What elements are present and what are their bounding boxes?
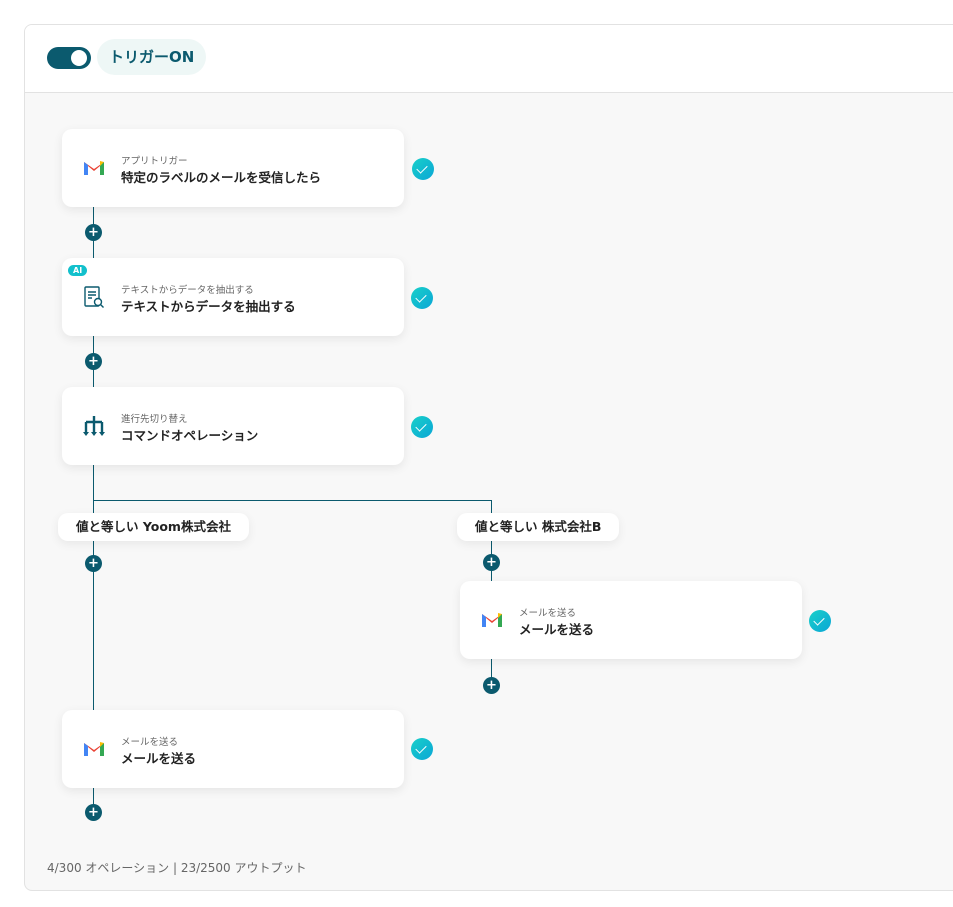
- step-subtitle: テキストからデータを抽出する: [121, 285, 254, 296]
- trigger-status-label: トリガーON: [97, 39, 207, 75]
- connector: [93, 788, 94, 812]
- usage-counter: 4/300 オペレーション | 23/2500 アウトプット: [47, 861, 307, 875]
- check-icon: [411, 416, 433, 438]
- step-subtitle: メールを送る: [121, 737, 179, 748]
- add-step-button[interactable]: +: [85, 555, 102, 572]
- step-card-ai-extract[interactable]: AI テキストからデータを抽出する テキストからデータを抽出する: [62, 258, 404, 336]
- step-title: コマンドオペレーション: [121, 428, 259, 443]
- step-card-send-mail-b[interactable]: メールを送る メールを送る: [460, 581, 802, 659]
- add-step-button[interactable]: +: [483, 677, 500, 694]
- check-icon: [411, 287, 433, 309]
- branch-connector: [93, 500, 491, 501]
- step-title: メールを送る: [519, 622, 595, 637]
- check-icon: [412, 158, 434, 180]
- flow-panel: トリガーON アプリトリガー 特定のラベルのメールを受信したら + AI テキス…: [24, 24, 953, 891]
- step-subtitle: 進行先切り替え: [121, 414, 188, 425]
- gmail-icon: [482, 613, 502, 627]
- step-card-trigger[interactable]: アプリトリガー 特定のラベルのメールを受信したら: [62, 129, 404, 207]
- step-title: テキストからデータを抽出する: [121, 299, 296, 314]
- add-step-button[interactable]: +: [85, 224, 102, 241]
- document-search-icon: [84, 286, 104, 308]
- add-step-button[interactable]: +: [483, 554, 500, 571]
- trigger-toggle[interactable]: [47, 47, 91, 69]
- check-icon: [411, 738, 433, 760]
- step-subtitle: アプリトリガー: [121, 156, 188, 167]
- connector: [93, 465, 94, 710]
- gmail-icon: [84, 742, 104, 756]
- add-step-button[interactable]: +: [85, 804, 102, 821]
- step-card-send-mail-yoom[interactable]: メールを送る メールを送る: [62, 710, 404, 788]
- branch-label-b[interactable]: 値と等しい 株式会社B: [457, 513, 620, 541]
- step-title: メールを送る: [121, 751, 197, 766]
- step-subtitle: メールを送る: [519, 608, 577, 619]
- gmail-icon: [84, 161, 104, 175]
- header: トリガーON: [25, 25, 953, 93]
- connector: [491, 659, 492, 685]
- step-card-branch[interactable]: 進行先切り替え コマンドオペレーション: [62, 387, 404, 465]
- check-icon: [809, 610, 831, 632]
- add-step-button[interactable]: +: [85, 353, 102, 370]
- branch-label-yoom[interactable]: 値と等しい Yoom株式会社: [58, 513, 249, 541]
- step-title: 特定のラベルのメールを受信したら: [121, 170, 322, 185]
- ai-badge: AI: [68, 265, 88, 276]
- branch-icon: [83, 416, 105, 436]
